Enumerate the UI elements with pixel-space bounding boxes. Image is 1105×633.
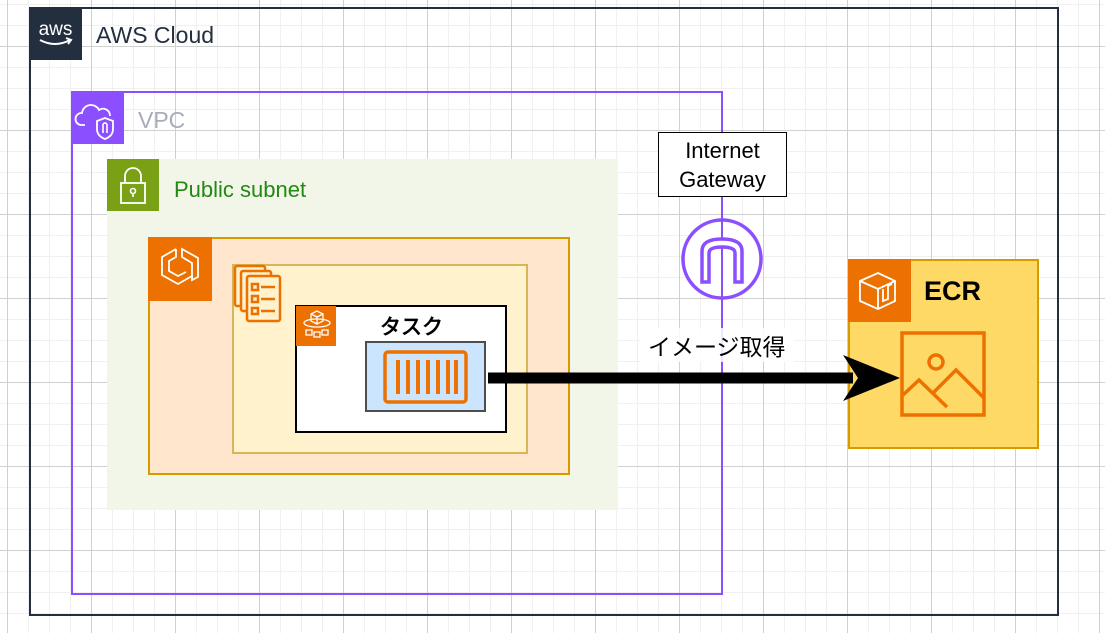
- svg-text:aws: aws: [39, 19, 73, 40]
- lock-icon: [107, 159, 159, 211]
- service-list-icon: [232, 264, 286, 326]
- internet-gateway-label-line1: Internet: [685, 138, 760, 163]
- ecr-label: ECR: [924, 276, 982, 306]
- pull-image-arrow-label: イメージ取得: [640, 328, 794, 362]
- aws-logo-icon: aws: [29, 7, 82, 60]
- image-icon[interactable]: [899, 330, 987, 418]
- pull-image-arrow[interactable]: [488, 350, 908, 406]
- aws-cloud-label: AWS Cloud: [96, 22, 215, 48]
- vpc-icon: [71, 91, 124, 144]
- aws-cloud-group[interactable]: [29, 7, 1059, 616]
- ecs-icon: [148, 237, 212, 301]
- internet-gateway-label-line2: Gateway: [679, 167, 766, 192]
- internet-gateway-icon[interactable]: [680, 207, 764, 311]
- task-label: タスク: [380, 316, 443, 339]
- public-subnet-label: Public subnet: [174, 177, 307, 202]
- vpc-label: VPC: [138, 107, 186, 133]
- internet-gateway-label: Internet Gateway: [658, 132, 787, 197]
- fargate-task-icon: [296, 306, 336, 346]
- ecr-icon: [848, 259, 911, 322]
- container-icon: [383, 350, 468, 404]
